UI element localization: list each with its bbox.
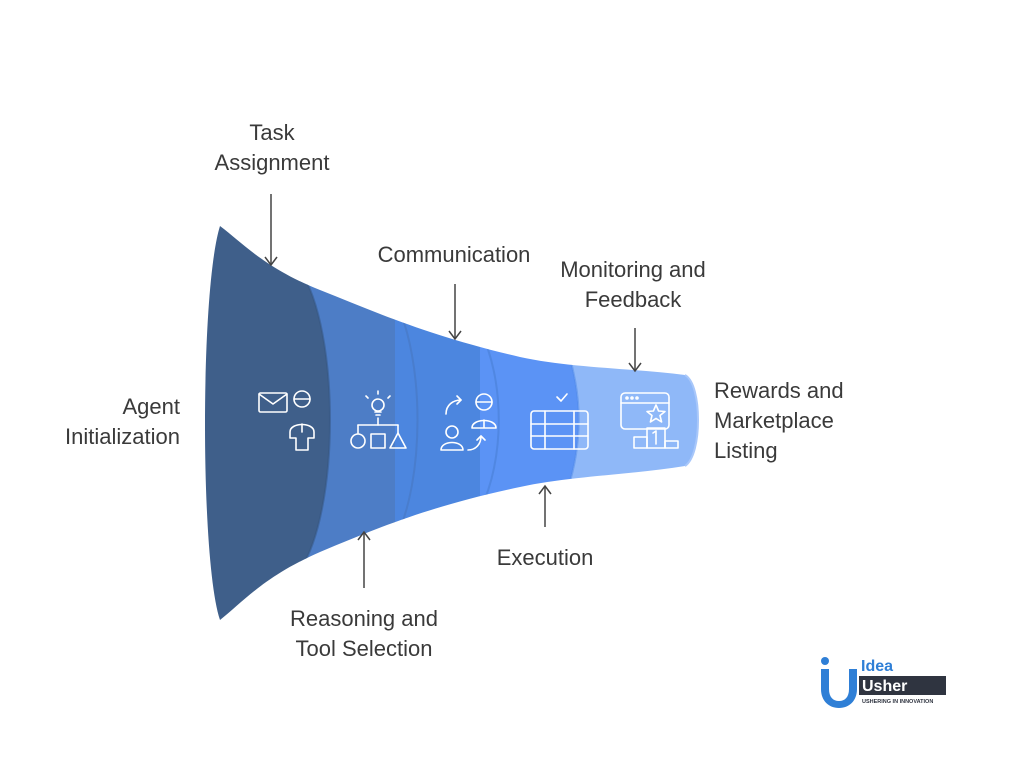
- label-monitoring-feedback: Monitoring and Feedback: [538, 255, 728, 315]
- logo-top-text: Idea: [861, 658, 893, 675]
- film-check-icon: [530, 393, 589, 450]
- label-line: Tool Selection: [295, 636, 433, 661]
- logo-bottom-text: Usher: [862, 678, 907, 695]
- label-line: Rewards and: [714, 378, 844, 403]
- podium-star-icon: [620, 392, 679, 449]
- label-line: Marketplace: [714, 408, 834, 433]
- label-line: Communication: [377, 242, 531, 267]
- label-line: Assignment: [214, 150, 330, 175]
- label-line: Initialization: [65, 424, 180, 449]
- label-communication: Communication: [357, 240, 551, 270]
- label-rewards-marketplace: Rewards and Marketplace Listing: [714, 376, 894, 466]
- label-line: Execution: [496, 545, 594, 570]
- label-line: Reasoning and: [289, 606, 438, 631]
- label-line: Listing: [714, 438, 778, 463]
- label-reasoning-tool-selection: Reasoning and Tool Selection: [266, 604, 462, 664]
- label-line: Feedback: [584, 287, 682, 312]
- label-execution: Execution: [470, 543, 620, 573]
- arrows: [264, 194, 642, 588]
- segment-execution: [480, 307, 579, 533]
- idea-shapes-icon: [350, 390, 407, 449]
- label-line: Monitoring and: [560, 257, 706, 282]
- label-line: Agent: [122, 394, 181, 419]
- segment-agent-initialization: [205, 226, 330, 620]
- segment-communication: [395, 296, 480, 544]
- label-agent-initialization: Agent Initialization: [20, 392, 180, 452]
- segment-monitoring-feedback: [560, 300, 698, 540]
- label-task-assignment: Task Assignment: [197, 118, 347, 178]
- label-line: Task: [249, 120, 295, 145]
- idea-usher-logo: Idea Usher USHERING IN INNOVATION: [821, 657, 946, 708]
- logo-tagline: USHERING IN INNOVATION: [862, 699, 933, 705]
- email-person-icon: [258, 390, 315, 451]
- users-exchange-icon: [440, 393, 497, 451]
